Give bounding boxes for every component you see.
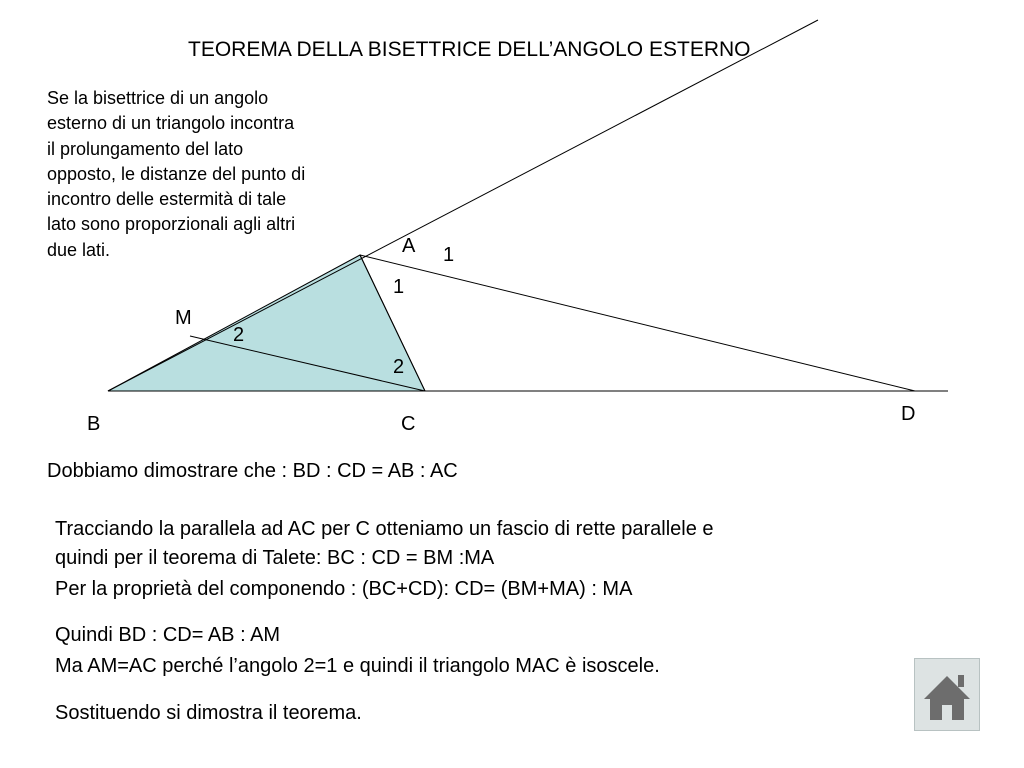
angle-mark-interior-a: 1 <box>393 276 404 298</box>
proof-step-2: Per la proprietà del componendo : (BC+CD… <box>55 578 633 600</box>
slide-title: TEOREMA DELLA BISETTRICE DELL’ANGOLO EST… <box>188 38 751 61</box>
proof-conclusion: Sostituendo si dimostra il teorema. <box>55 702 362 724</box>
bisector-ad <box>359 254 916 392</box>
statement-line: incontro delle estermità di tale <box>47 189 287 210</box>
angle-mark-exterior: 1 <box>443 244 454 266</box>
label-m: M <box>175 307 192 329</box>
proof-step-1-cont: quindi per il teorema di Talete: BC : CD… <box>55 547 495 569</box>
proof-step-4: Ma AM=AC perché l’angolo 2=1 e quindi il… <box>55 655 660 677</box>
proof-step-3: Quindi BD : CD= AB : AM <box>55 624 281 646</box>
statement-line: opposto, le distanze del punto di <box>47 163 306 184</box>
proof-step-1: Tracciando la parallela ad AC per C otte… <box>55 518 714 540</box>
home-icon <box>924 675 970 720</box>
label-b: B <box>87 413 100 435</box>
side-ac <box>359 254 426 392</box>
label-d: D <box>901 403 915 425</box>
theorem-statement: Se la bisettrice di un angolo esterno di… <box>47 86 382 263</box>
label-a: A <box>402 235 416 257</box>
statement-line: esterno di un triangolo incontra <box>47 113 295 134</box>
label-c: C <box>401 413 415 435</box>
statement-line: Se la bisettrice di un angolo <box>47 88 269 108</box>
statement-line: lato sono proporzionali agli altri <box>47 214 296 235</box>
proof-goal: Dobbiamo dimostrare che : BD : CD = AB :… <box>47 460 458 482</box>
angle-mark-c: 2 <box>393 356 404 378</box>
triangle-abc <box>107 254 426 392</box>
parallel-cm <box>189 335 426 392</box>
statement-line: il prolungamento del lato <box>47 138 244 159</box>
home-button[interactable] <box>914 658 980 731</box>
extension-ba <box>107 19 819 392</box>
angle-mark-m: 2 <box>233 324 244 346</box>
statement-line: due lati. <box>47 239 111 260</box>
